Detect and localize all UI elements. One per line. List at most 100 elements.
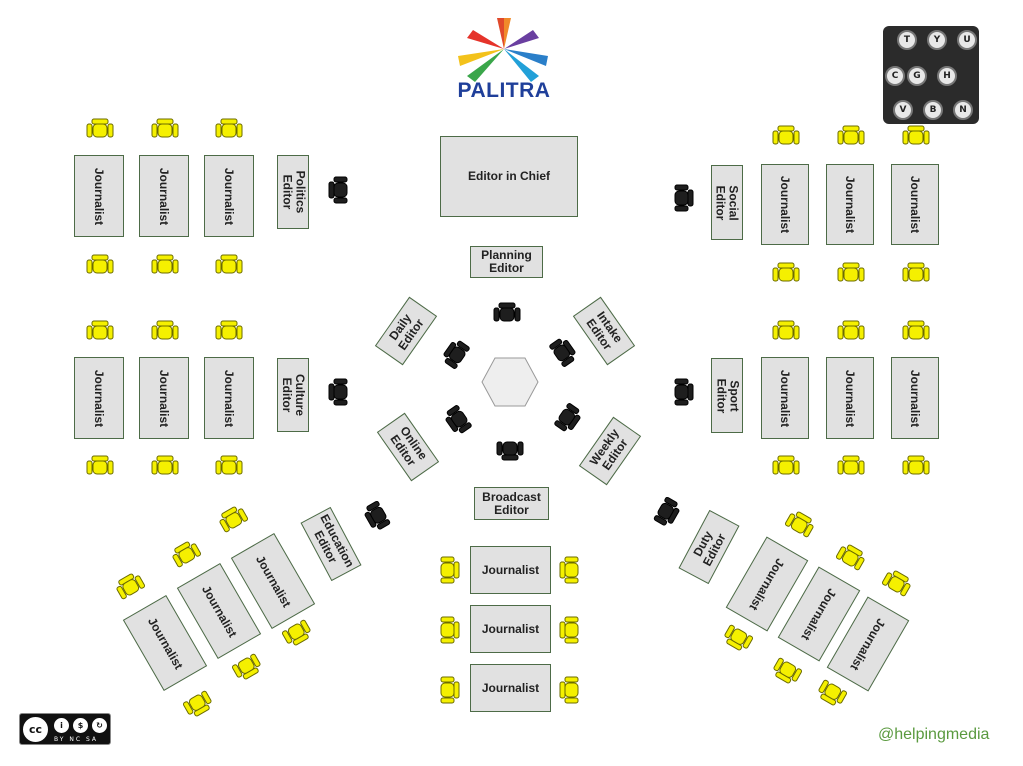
journalist-label: Journalist [222,167,237,225]
cc-icon: cc [22,716,49,743]
editor-chair-icon [674,378,694,406]
journalist-label: Journalist [747,555,788,613]
journalist-chair-icon [182,690,212,717]
culture-editor-label: Culture Editor [280,374,307,416]
journalist-desk: Journalist [470,664,551,712]
journalist-chair-icon [772,262,800,282]
journalist-chair-icon [772,125,800,145]
journalist-label: Journalist [848,615,889,673]
duty-editor-desk: Duty Editor [678,509,740,585]
broadcast-editor-label: Broadcast Editor [482,489,541,517]
social-editor-label: Social Editor [714,184,742,221]
journalist-desk: Journalist [139,155,189,237]
culture-editor-desk: Culture Editor [277,358,309,432]
journalist-desk: Journalist [204,155,254,237]
journalist-desk: Journalist [826,357,874,439]
education-editor-label: Education Editor [311,511,357,570]
journalist-label: Journalist [481,621,540,636]
journalist-chair-icon [215,455,243,475]
journalist-chair-icon [837,455,865,475]
journalist-chair-icon [215,254,243,274]
weekly-editor-label: Weekly Editor [586,426,631,473]
journalist-label: Journalist [778,369,793,427]
editor-chair-icon [364,500,391,530]
journalist-chair-icon [772,455,800,475]
palitra-logo [458,18,548,82]
journalist-label: Journalist [199,582,240,640]
key-c: C [885,66,905,86]
journalist-label: Journalist [253,552,294,610]
key-g: G [907,66,927,86]
online-editor-label: Online Editor [387,423,431,469]
editor-chair-icon [493,302,521,322]
duty-editor-label: Duty Editor [690,528,729,569]
journalist-chair-icon [559,676,579,704]
journalist-label: Journalist [157,369,172,427]
journalist-label: Journalist [843,175,858,234]
key-n: N [953,100,973,120]
typewriter-photo: T Y U G H C V B N [883,26,979,124]
social-editor-desk: Social Editor [711,165,743,240]
journalist-desk: Journalist [470,605,551,653]
editor-chair-icon [554,403,581,432]
key-t: T [897,30,917,50]
license-by: BY [54,736,66,743]
journalist-chair-icon [773,657,803,684]
journalist-chair-icon [86,455,114,475]
license-sa: SA [85,736,99,743]
journalist-chair-icon [837,125,865,145]
journalist-chair-icon [837,262,865,282]
journalist-chair-icon [215,118,243,138]
journalist-label: Journalist [145,614,186,672]
journalist-chair-icon [231,653,261,680]
sharealike-icon: ↻ [91,717,108,734]
journalist-desk: Journalist [204,357,254,439]
journalist-chair-icon [440,556,460,584]
journalist-desk: Journalist [139,357,189,439]
journalist-label: Journalist [908,369,923,427]
key-y: Y [927,30,947,50]
politics-editor-label: Politics Editor [280,170,307,214]
education-editor-desk: Education Editor [300,506,362,582]
weekly-editor-desk: Weekly Editor [578,416,642,486]
journalist-chair-icon [219,506,249,533]
journalist-label: Journalist [843,369,858,427]
journalist-label: Journalist [92,167,107,225]
journalist-chair-icon [172,541,202,568]
journalist-chair-icon [151,455,179,475]
editor-chair-icon [674,184,694,212]
journalist-label: Journalist [481,680,540,695]
journalist-chair-icon [902,262,930,282]
editor-chair-icon [496,441,524,461]
journalist-label: Journalist [908,175,923,234]
editor-chair-icon [549,338,576,367]
journalist-chair-icon [151,254,179,274]
cc-license-badge: cc i $ ↻ BY NC SA [19,713,111,745]
planning-editor-label: Planning Editor [481,248,532,275]
license-terms: BY NC SA [54,736,98,743]
online-editor-desk: Online Editor [376,412,440,482]
journalist-chair-icon [86,254,114,274]
journalist-label: Journalist [92,369,107,427]
journalist-chair-icon [559,616,579,644]
attribution-icon: i [53,717,70,734]
journalist-desk: Journalist [74,357,124,439]
journalist-chair-icon [902,455,930,475]
key-b: B [923,100,943,120]
intake-editor-label: Intake Editor [583,308,626,353]
politics-editor-desk: Politics Editor [277,155,309,229]
journalist-desk: Journalist [761,357,809,439]
journalist-chair-icon [881,570,911,597]
journalist-chair-icon [902,320,930,340]
key-u: U [957,30,977,50]
broadcast-editor-desk: Broadcast Editor [474,487,549,520]
journalist-chair-icon [724,624,754,651]
license-nc: NC [69,736,83,743]
journalist-label: Journalist [481,562,540,577]
sport-editor-desk: Sport Editor [711,358,743,433]
journalist-chair-icon [818,679,848,706]
editor-chair-icon [445,405,472,434]
daily-editor-label: Daily Editor [386,311,427,353]
journalist-chair-icon [440,616,460,644]
